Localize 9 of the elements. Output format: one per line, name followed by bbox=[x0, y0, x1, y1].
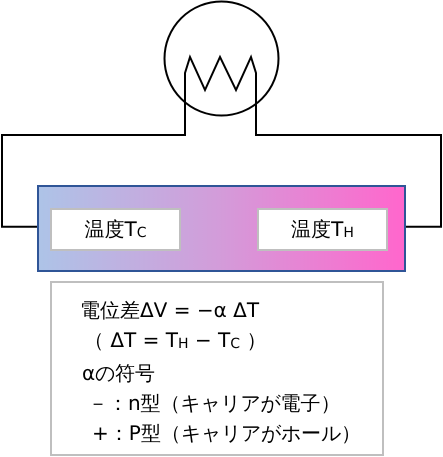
material-bar bbox=[37, 185, 406, 272]
resistor-symbol bbox=[163, 0, 280, 118]
formula-text: 電位差ΔV = −α ΔT bbox=[80, 297, 260, 324]
list-item-text: －：n型（キャリアが電子） bbox=[88, 390, 341, 417]
list-item-text: +：P型（キャリアがホール） bbox=[92, 420, 361, 447]
wire bbox=[255, 118, 442, 228]
wire bbox=[1, 118, 186, 228]
heading-text: αの符号 bbox=[82, 360, 156, 387]
note-panel bbox=[50, 281, 384, 456]
